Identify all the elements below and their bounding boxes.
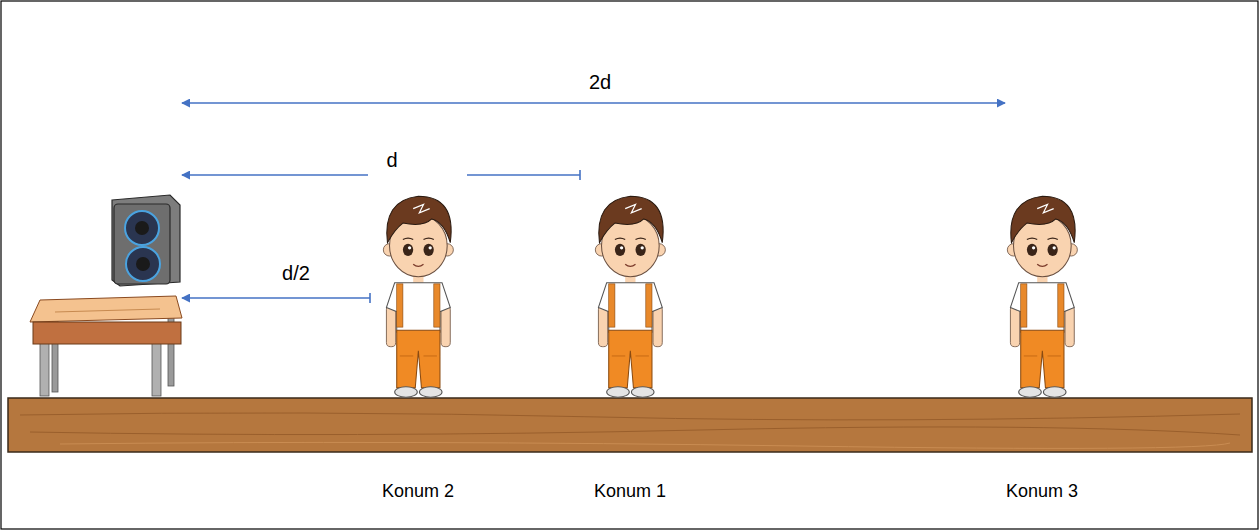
dimension-arrow <box>467 174 580 176</box>
student-figure <box>383 196 453 397</box>
dimension-tick <box>369 293 371 303</box>
dimension-arrows <box>182 103 1005 303</box>
dimension-label: 2d <box>587 71 613 94</box>
dimension-tick <box>579 170 581 180</box>
dimension-label: d <box>384 149 399 172</box>
position-label: Konum 2 <box>380 481 456 502</box>
position-label: Konum 3 <box>1004 481 1080 502</box>
dimension-label: d/2 <box>280 262 312 285</box>
student-figure <box>595 196 665 397</box>
dimension-arrow <box>182 102 1005 104</box>
speaker <box>112 195 180 286</box>
dimension-arrow <box>182 297 370 299</box>
student-figure <box>1007 196 1077 397</box>
desk <box>30 296 182 396</box>
floor <box>8 398 1252 452</box>
position-label: Konum 1 <box>592 481 668 502</box>
dimension-arrow <box>182 174 368 176</box>
students <box>383 196 1077 397</box>
